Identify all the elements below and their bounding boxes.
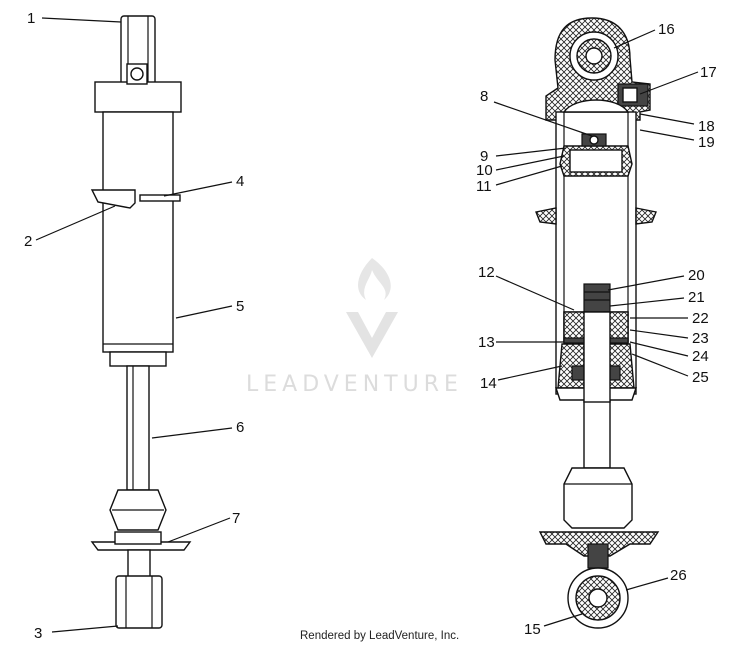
right-leader-lines	[493, 29, 699, 627]
body-bottom-seal	[109, 351, 167, 367]
left-leader-lines	[35, 17, 233, 633]
top-cap	[94, 81, 182, 113]
callout-2: 2	[24, 233, 32, 250]
shock-cutaway-view	[535, 17, 660, 629]
v-logo-icon	[346, 312, 398, 358]
watermark-text: LEADVENTURE	[246, 372, 463, 397]
callout-19: 19	[698, 134, 715, 151]
cutaway-bump-stop	[563, 467, 633, 529]
callout-18: 18	[698, 118, 715, 135]
callout-8: 8	[480, 88, 488, 105]
leadventure-watermark: LEADVENTURE	[246, 258, 463, 397]
callout-6: 6	[236, 419, 244, 436]
bottom-mount-eye	[115, 575, 163, 629]
callout-24: 24	[692, 348, 709, 365]
callout-10: 10	[476, 162, 493, 179]
callout-3: 3	[34, 625, 42, 642]
spring-ring	[139, 194, 181, 202]
callout-7: 7	[232, 510, 240, 527]
callout-1: 1	[27, 10, 35, 27]
callout-21: 21	[688, 289, 705, 306]
shock-body	[102, 111, 174, 353]
callout-20: 20	[688, 267, 705, 284]
callout-22: 22	[692, 310, 709, 327]
right-collar-tab	[635, 207, 657, 225]
cutaway-piston-rod	[583, 399, 611, 469]
callout-25: 25	[692, 369, 709, 386]
callout-17: 17	[700, 64, 717, 81]
shock-external-view	[90, 15, 192, 629]
callout-11: 11	[476, 178, 492, 195]
callout-15: 15	[524, 621, 541, 638]
flame-logo-icon	[358, 258, 391, 300]
right-callout-labels: 8 9 10 11 12 13 14 15 16 17 18 19 20 21 …	[476, 21, 717, 638]
left-collar-tab	[535, 207, 557, 225]
callout-14: 14	[480, 375, 497, 392]
retaining-clip	[90, 189, 136, 209]
callout-16: 16	[658, 21, 675, 38]
callout-26: 26	[670, 567, 687, 584]
bladder-dome	[562, 99, 630, 113]
callout-4: 4	[236, 173, 244, 190]
callout-12: 12	[478, 264, 495, 281]
piston-rod	[126, 365, 150, 491]
left-callout-labels: 1 2 3 4 5 6 7	[24, 10, 244, 642]
threaded-stem	[587, 543, 609, 569]
callout-9: 9	[480, 148, 488, 165]
credit-text: Rendered by LeadVenture, Inc.	[300, 630, 459, 642]
piston-nut	[583, 283, 611, 313]
callout-23: 23	[692, 330, 709, 347]
callout-13: 13	[478, 334, 495, 351]
callout-5: 5	[236, 298, 244, 315]
